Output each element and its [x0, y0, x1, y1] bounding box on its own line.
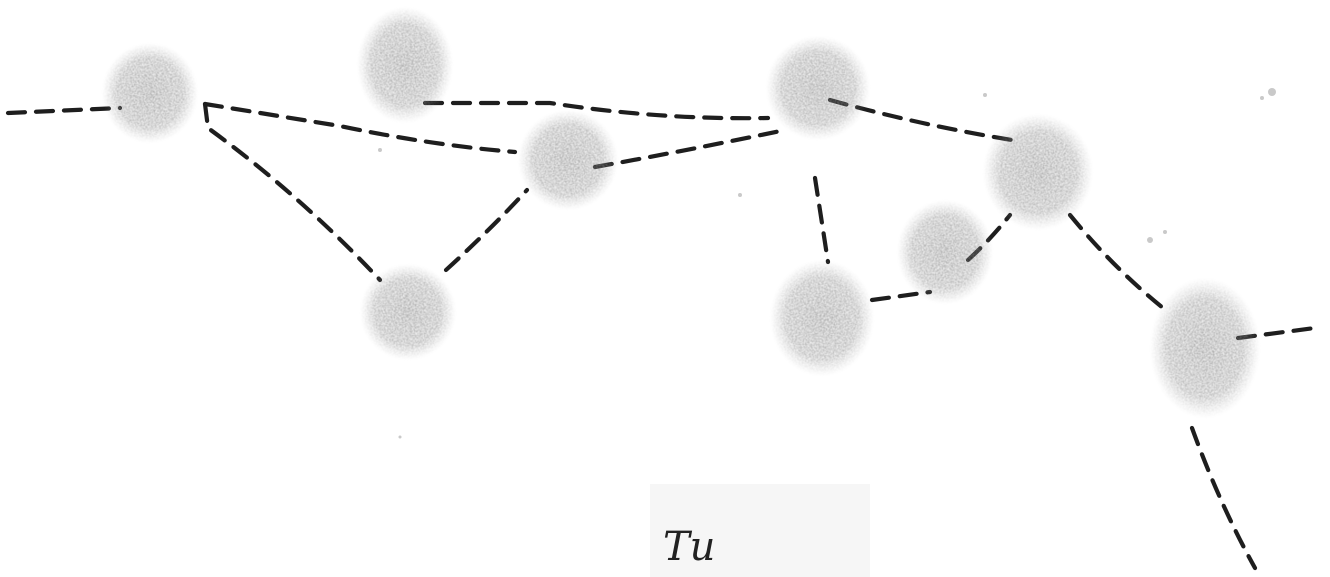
node-5 — [766, 36, 870, 140]
edge-n5-n9 — [827, 97, 1015, 143]
paper-specks — [378, 88, 1276, 439]
label-patch — [650, 484, 870, 577]
nodes — [102, 7, 1260, 418]
edge-n9-n8 — [1067, 212, 1171, 315]
diagram-label: Tu — [663, 524, 715, 570]
edge-n1-n4-upper-path — [202, 101, 518, 155]
node-8 — [1150, 278, 1260, 418]
edge-n8-down-stub — [1189, 425, 1258, 571]
connection-lines — [5, 97, 1318, 571]
node-3 — [360, 264, 456, 360]
node-2 — [357, 7, 453, 123]
edge-n6-n7 — [869, 289, 933, 303]
edge-left-stub — [5, 105, 123, 116]
node-7 — [897, 200, 993, 304]
edge-n1-n3-lower-path — [202, 101, 383, 283]
node-4 — [518, 110, 618, 210]
edge-n2-n5 — [422, 100, 771, 121]
edge-n5-n6 — [812, 175, 831, 265]
node-9 — [983, 114, 1093, 230]
node-1 — [102, 43, 198, 143]
node-6 — [770, 260, 874, 376]
edge-n4-n5 — [592, 127, 788, 170]
edge-n3-n4 — [443, 187, 530, 273]
